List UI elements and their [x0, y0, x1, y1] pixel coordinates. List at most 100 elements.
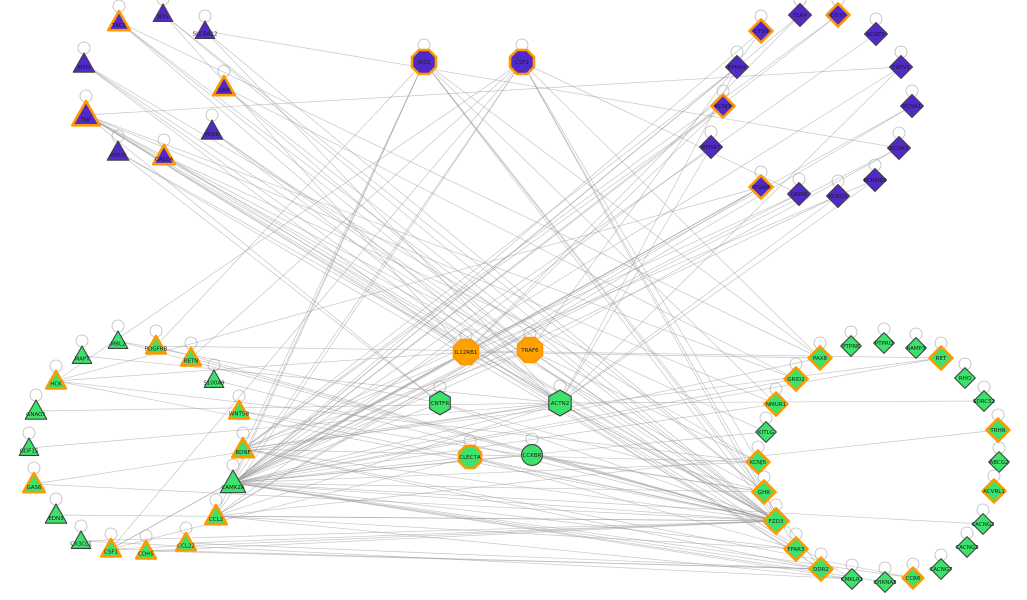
- node-KCNT2[interactable]: KCNT2: [863, 12, 889, 47]
- node-KCNA3[interactable]: KCNA3: [886, 126, 912, 161]
- edge-po2-gt12: [232, 61, 523, 484]
- triangle-node-shape: [151, 143, 177, 166]
- triangle-node-shape: [70, 530, 92, 549]
- self-loop-MBL2: [111, 319, 125, 333]
- node-KCNJ5[interactable]: KCNJ5: [745, 440, 771, 475]
- edge-gt12-gd14: [232, 482, 765, 493]
- node-SLC6A12[interactable]: SLC6A12: [193, 9, 218, 39]
- node-CHRNA3[interactable]: CHRNA3: [873, 561, 897, 593]
- node-TLR4[interactable]: TLR4: [787, 0, 813, 28]
- node-MPO[interactable]: MPO: [72, 41, 96, 73]
- node-TRPV1[interactable]: TRPV1: [888, 45, 914, 80]
- triangle-node-shape: [106, 9, 132, 32]
- node-CSF2[interactable]: CSF2: [508, 38, 536, 76]
- node-WNT5B[interactable]: WNT5B: [227, 389, 251, 420]
- node-KITLG[interactable]: KITLG: [755, 411, 777, 443]
- triangle-node-shape: [72, 52, 96, 73]
- edge-po1-gd16: [423, 61, 777, 522]
- triangle-node-shape: [70, 99, 102, 127]
- triangle-node-shape: [152, 3, 174, 22]
- edge-gt12-gd6: [232, 357, 942, 484]
- node-HCK[interactable]: HCK: [44, 359, 68, 390]
- node-GHR[interactable]: GHR: [751, 470, 777, 505]
- node-GNAO1[interactable]: GNAO1: [24, 388, 48, 420]
- node-TAC1[interactable]: TAC1: [106, 0, 132, 32]
- node-IL12RB1[interactable]: IL12RB1: [452, 328, 480, 366]
- node-RETN[interactable]: RETN: [179, 336, 203, 367]
- edge-pt3-gd14: [204, 30, 765, 493]
- node-NMUR1[interactable]: NMUR1: [763, 382, 789, 417]
- node-SORCS2[interactable]: SORCS2: [973, 380, 995, 412]
- edge-pd7-gt10: [242, 105, 724, 450]
- node-CACNG7[interactable]: CACNG7: [929, 548, 953, 580]
- edge-gt17-gd16: [145, 520, 777, 552]
- node-CALCA[interactable]: CALCA: [151, 133, 177, 166]
- diamond-node-shape: [988, 451, 1010, 473]
- node-FFAR3[interactable]: FFAR3: [783, 527, 809, 562]
- triangle-node-shape: [107, 330, 129, 349]
- diamond-node-shape: [763, 391, 789, 417]
- node-ITGAM[interactable]: ITGAM: [748, 165, 774, 200]
- edge-gt5-gd12: [55, 380, 759, 463]
- node-CCL22[interactable]: CCL22: [174, 521, 198, 552]
- node-EDN3[interactable]: EDN3: [44, 492, 68, 524]
- edge-po1-gt10: [242, 61, 425, 450]
- node-NTS[interactable]: NTS: [152, 0, 174, 22]
- node-GRM8[interactable]: GRM8: [786, 172, 812, 207]
- triangle-node-shape: [71, 345, 93, 364]
- diamond-node-shape: [825, 183, 851, 209]
- node-PTPRO[interactable]: PTPRO: [873, 322, 895, 354]
- node-PTPRB[interactable]: PTPRB: [840, 325, 862, 357]
- edge-gt10-gd12: [242, 448, 759, 463]
- edge-pt6-gd20: [85, 114, 822, 570]
- node-TRHR[interactable]: TRHR: [985, 408, 1011, 443]
- edge-pt1-gc4: [118, 21, 561, 404]
- octagon-node-shape: [457, 444, 483, 470]
- edge-pd5-gc4: [559, 66, 738, 404]
- node-PAX8[interactable]: PAX8: [807, 336, 833, 371]
- node-KCNQ5[interactable]: KCNQ5: [825, 174, 851, 209]
- node-RET[interactable]: RET: [928, 336, 954, 371]
- node-RAMP3[interactable]: RAMP3: [905, 327, 927, 359]
- node-CCL2[interactable]: CCL2: [203, 493, 229, 526]
- node-PENK[interactable]: PENK: [200, 108, 224, 140]
- node-S100A9[interactable]: S100A9: [203, 358, 225, 388]
- edge-gt18-gd20: [185, 542, 822, 570]
- edge-po2-pd12: [521, 61, 800, 195]
- node-GAS6[interactable]: GAS6: [21, 461, 47, 494]
- edge-pd12-gt12: [232, 193, 800, 484]
- node-CX3CL1[interactable]: CX3CL1: [70, 519, 92, 549]
- node-PDGFRB[interactable]: PDGFRB: [145, 324, 168, 355]
- edge-gt17-gd20: [145, 550, 822, 570]
- diamond-node-shape: [840, 335, 862, 357]
- node-CCR6[interactable]: CCR6: [901, 557, 925, 590]
- node-GDF15[interactable]: GDF15: [18, 426, 40, 456]
- edge-pd3-gt10: [242, 14, 839, 450]
- node-RHO[interactable]: RHO: [954, 357, 976, 389]
- node-CACNG2[interactable]: CACNG2: [971, 503, 995, 535]
- node-ABCG2[interactable]: ABCG2: [988, 441, 1010, 473]
- node-CACNG3[interactable]: CACNG3: [955, 526, 979, 558]
- edge-pt1-gc2: [118, 21, 531, 351]
- diamond-node-shape: [710, 93, 736, 119]
- edge-pd5-gt10: [242, 66, 738, 450]
- diamond-node-shape: [972, 513, 994, 535]
- edge-pt6-pd6: [85, 66, 902, 116]
- diamond-node-shape: [755, 421, 777, 443]
- edge-po1-gd1: [423, 61, 821, 359]
- node-MAPT[interactable]: MAPT: [71, 334, 93, 364]
- self-loop-GNAO1: [29, 388, 43, 402]
- node-IRS1[interactable]: IRS1: [410, 38, 438, 76]
- node-KCNA1[interactable]: KCNA1: [899, 84, 925, 119]
- node-EPHA7[interactable]: EPHA7: [698, 125, 724, 160]
- edge-gc2-gd16: [529, 349, 777, 522]
- node-GRP[interactable]: GRP: [211, 64, 237, 97]
- node-CNTFR[interactable]: CNTFR: [429, 380, 451, 416]
- triangle-node-shape: [230, 436, 256, 459]
- node-BDNF[interactable]: BDNF: [230, 426, 256, 459]
- node-TNF[interactable]: TNF: [70, 89, 102, 127]
- edge-pd6-gt12: [232, 66, 902, 484]
- node-ACVRL1[interactable]: ACVRL1: [981, 469, 1007, 504]
- node-CD37[interactable]: CD37: [825, 0, 851, 28]
- edge-pt4-gd16: [83, 63, 777, 522]
